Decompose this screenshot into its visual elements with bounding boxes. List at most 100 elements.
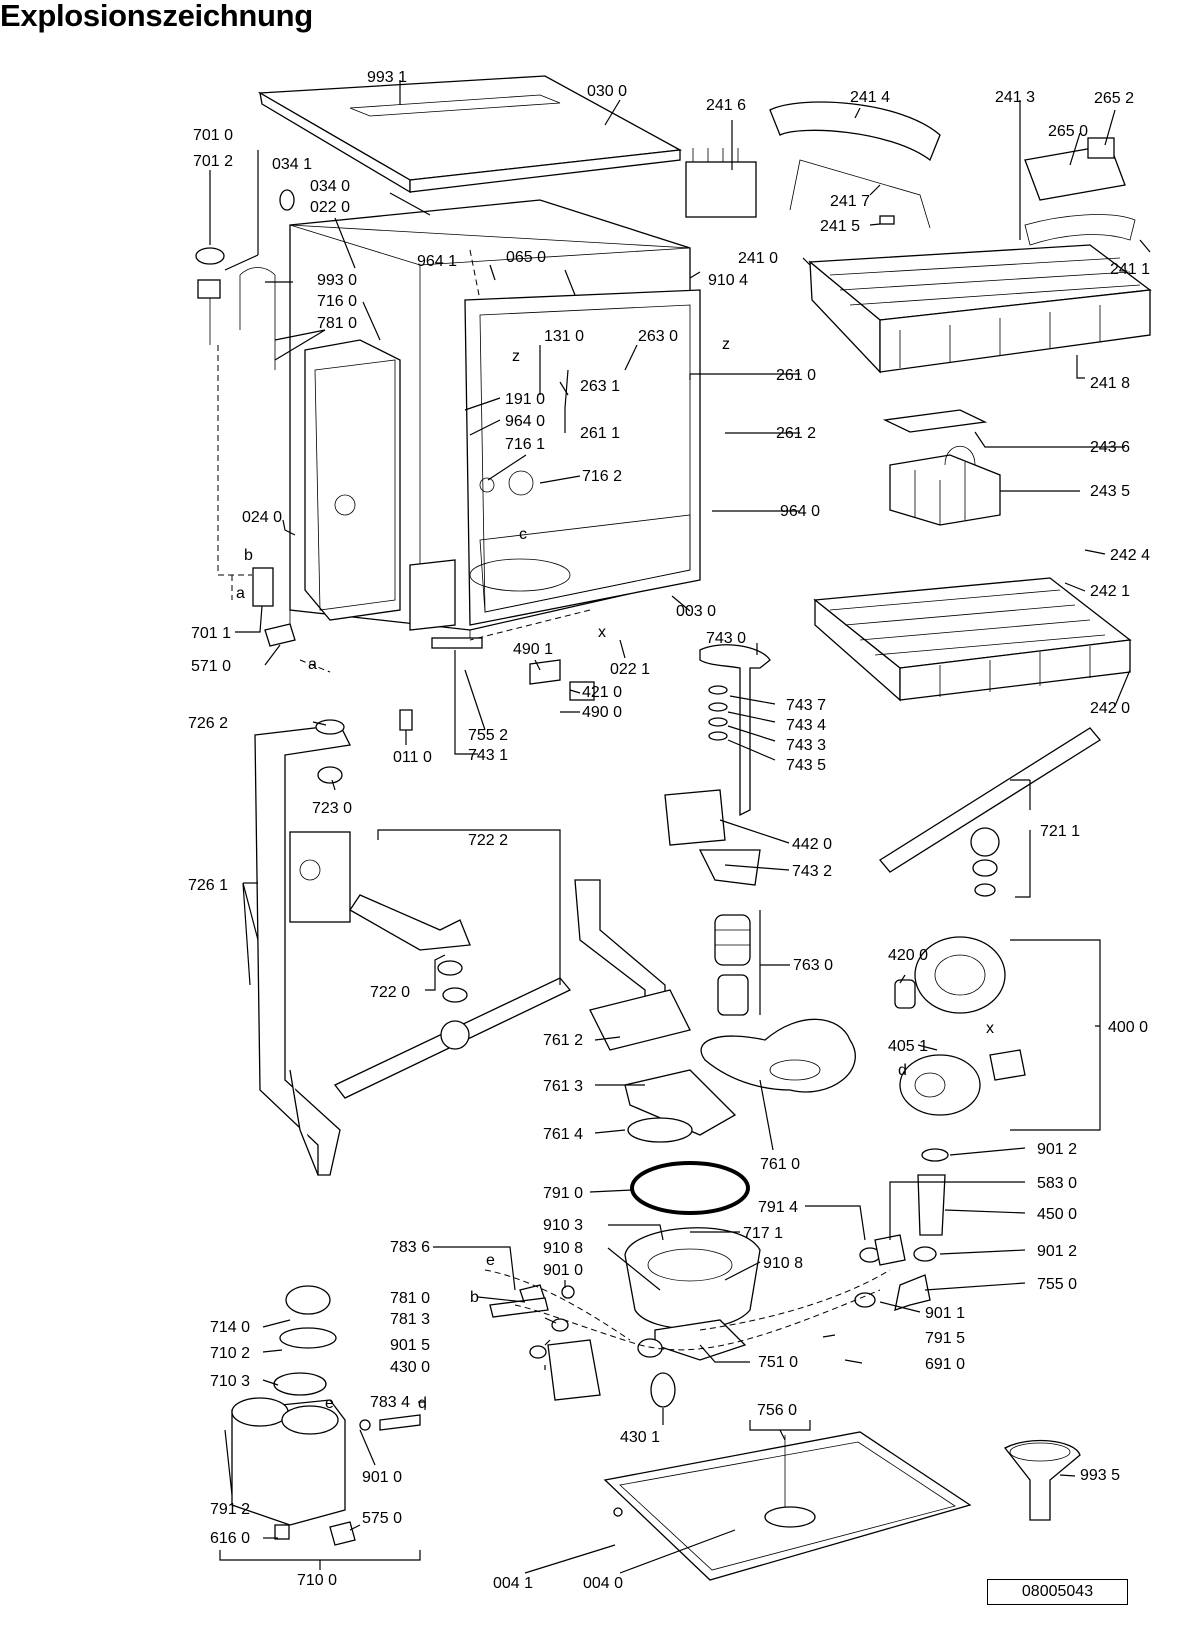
- part-label: 004 1: [493, 1575, 533, 1592]
- part-label: 011 0: [393, 749, 432, 766]
- marker-label: x: [598, 624, 606, 641]
- water-supply-pipe: [254, 719, 351, 1176]
- part-label: 430 0: [390, 1359, 430, 1376]
- water-softener: [231, 1285, 421, 1546]
- part-label: 910 3: [543, 1217, 583, 1234]
- part-label: 421 0: [582, 684, 622, 701]
- marker-label: z: [512, 348, 520, 365]
- part-label: 022 0: [310, 199, 350, 216]
- part-label: 034 1: [272, 156, 312, 173]
- part-label: 241 0: [738, 250, 778, 267]
- part-label: 901 2: [1037, 1141, 1077, 1158]
- part-label: 743 5: [786, 757, 826, 774]
- part-label: 265 0: [1048, 123, 1088, 140]
- part-label: 400 0: [1108, 1019, 1148, 1036]
- part-label: 783 4: [370, 1394, 410, 1411]
- marker-label: b: [244, 547, 253, 564]
- part-label: 901 0: [362, 1469, 402, 1486]
- part-label: 723 0: [312, 800, 352, 817]
- part-label: 241 1: [1110, 261, 1150, 278]
- part-label: 405 1: [888, 1038, 928, 1055]
- part-label: 716 1: [505, 436, 545, 453]
- marker-label: c: [519, 526, 527, 543]
- part-label: 242 1: [1090, 583, 1130, 600]
- part-label: 910 4: [708, 272, 748, 289]
- part-label: 701 1: [191, 625, 231, 642]
- part-label: 243 5: [1090, 483, 1130, 500]
- base-tray: [603, 1431, 972, 1581]
- part-label: 710 3: [210, 1373, 250, 1390]
- part-label: 910 8: [763, 1255, 803, 1272]
- part-label: 571 0: [191, 658, 231, 675]
- marker-label: z: [722, 336, 730, 353]
- part-label: 743 2: [792, 863, 832, 880]
- hook-strip: [685, 148, 757, 218]
- part-label: 761 2: [543, 1032, 583, 1049]
- part-label: 243 6: [1090, 439, 1130, 456]
- part-label: 964 1: [417, 253, 457, 270]
- part-label: 722 2: [468, 832, 508, 849]
- connection-lines: [217, 249, 891, 1351]
- part-label: 717 1: [743, 1225, 783, 1242]
- part-label: 743 7: [786, 697, 826, 714]
- part-label: 710 0: [297, 1572, 337, 1589]
- upper-spray-arm: [879, 727, 1101, 897]
- part-labels: 993 1 030 0 701 0 701 2 034 1 034 0 022 …: [188, 69, 1150, 1592]
- part-label: 901 2: [1037, 1243, 1077, 1260]
- funnel: [1004, 1439, 1081, 1521]
- cutlery-rack: [769, 101, 941, 229]
- sump-plates: [589, 989, 737, 1143]
- part-label: 490 0: [582, 704, 622, 721]
- part-label: 261 2: [776, 425, 816, 442]
- part-label: 743 0: [706, 630, 746, 647]
- part-label: 781 0: [317, 315, 357, 332]
- part-label: 716 0: [317, 293, 357, 310]
- part-label: 450 0: [1037, 1206, 1077, 1223]
- part-label: 721 1: [1040, 823, 1080, 840]
- part-label: 751 0: [758, 1354, 798, 1371]
- upper-feed-pipe: [574, 879, 666, 1006]
- part-label: 263 0: [638, 328, 678, 345]
- part-label: 993 0: [317, 272, 357, 289]
- lower-basket: [813, 577, 1132, 702]
- filter-assembly: [700, 914, 856, 1093]
- part-label: 783 6: [390, 1239, 430, 1256]
- part-label: 761 0: [760, 1156, 800, 1173]
- part-label: 241 6: [706, 97, 746, 114]
- part-label: 761 4: [543, 1126, 583, 1143]
- part-label: 065 0: [506, 249, 546, 266]
- marker-label: e: [325, 1395, 334, 1412]
- part-label: 263 1: [580, 378, 620, 395]
- door-hinge-parts: [195, 189, 595, 731]
- part-label: 743 4: [786, 717, 826, 734]
- worktop-lid: [257, 75, 683, 194]
- part-label: 442 0: [792, 836, 832, 853]
- part-label: 241 8: [1090, 375, 1130, 392]
- drain-pump-parts: [489, 1284, 601, 1401]
- part-label: 024 0: [242, 509, 282, 526]
- marker-label: d: [418, 1395, 427, 1412]
- leader-lines: [209, 80, 1151, 1574]
- part-label: 265 2: [1094, 90, 1134, 107]
- marker-label: d: [898, 1062, 907, 1079]
- marker-label: a: [308, 656, 317, 673]
- part-label: 964 0: [780, 503, 820, 520]
- part-label: 716 2: [582, 468, 622, 485]
- part-label: 964 0: [505, 413, 545, 430]
- part-label: 791 2: [210, 1501, 250, 1518]
- part-label: 261 0: [776, 367, 816, 384]
- lower-spray-arm: [333, 894, 572, 1099]
- part-label: 726 2: [188, 715, 228, 732]
- part-label: 993 1: [367, 69, 407, 86]
- connection-markers: z z c x x a a b b d d e e: [236, 336, 994, 1412]
- part-label: 755 2: [468, 727, 508, 744]
- part-label: 743 1: [468, 747, 508, 764]
- part-label: 901 1: [925, 1305, 965, 1322]
- part-label: 034 0: [310, 178, 350, 195]
- part-label: 901 5: [390, 1337, 430, 1354]
- document-number: 08005043: [987, 1579, 1128, 1605]
- part-label: 575 0: [362, 1510, 402, 1527]
- part-label: 241 7: [830, 193, 870, 210]
- part-label: 691 0: [925, 1356, 965, 1373]
